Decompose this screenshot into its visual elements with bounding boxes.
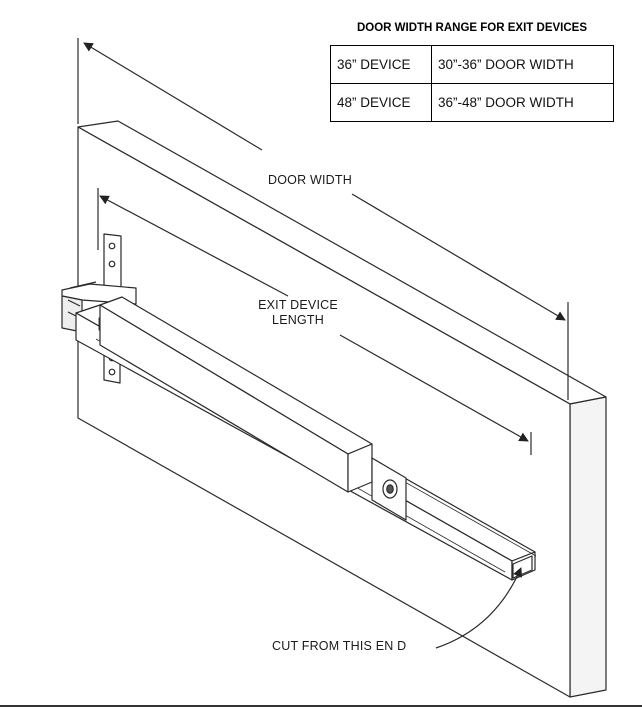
mechanism-housing [371,457,407,521]
exit-device-length-dimension [97,188,532,455]
exit-device-label-line1: EXIT DEVICE [258,298,338,312]
device-cell: 36” DEVICE [330,45,432,84]
door-width-dimension [77,38,569,400]
table-title: DOOR WIDTH RANGE FOR EXIT DEVICES [356,22,587,34]
exit-device-length-label: EXIT DEVICE LENGTH [258,298,338,328]
table-row: 36” DEVICE 30”-36” DOOR WIDTH [330,45,614,84]
door-width-range-table: DOOR WIDTH RANGE FOR EXIT DEVICES 36” DE… [330,22,614,122]
push-pad [99,296,373,493]
door-slab [77,120,607,698]
range-table: 36” DEVICE 30”-36” DOOR WIDTH 48” DEVICE… [330,45,614,122]
door-width-cell: 36”-48” DOOR WIDTH [431,83,614,122]
cut-end-label: CUT FROM THIS EN D [272,639,407,653]
door-width-label: DOOR WIDTH [268,173,352,187]
cut-end-leader [435,567,522,649]
device-cell: 48” DEVICE [330,83,432,122]
door-width-cell: 30”-36” DOOR WIDTH [431,45,614,84]
table-row: 48” DEVICE 36”-48” DOOR WIDTH [330,83,614,122]
exit-device-label-line2: LENGTH [272,313,324,327]
